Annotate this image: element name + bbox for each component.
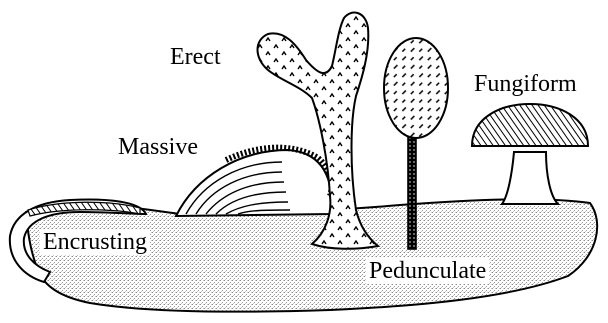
- label-erect: Erect: [170, 44, 221, 70]
- fungiform-form: [472, 104, 588, 204]
- substrate-base: [26, 199, 597, 312]
- label-encrusting: Encrusting: [40, 229, 150, 255]
- massive-form: [176, 148, 332, 216]
- label-pedunculate: Pedunculate: [366, 258, 489, 284]
- label-fungiform: Fungiform: [474, 71, 577, 97]
- label-massive: Massive: [118, 134, 198, 160]
